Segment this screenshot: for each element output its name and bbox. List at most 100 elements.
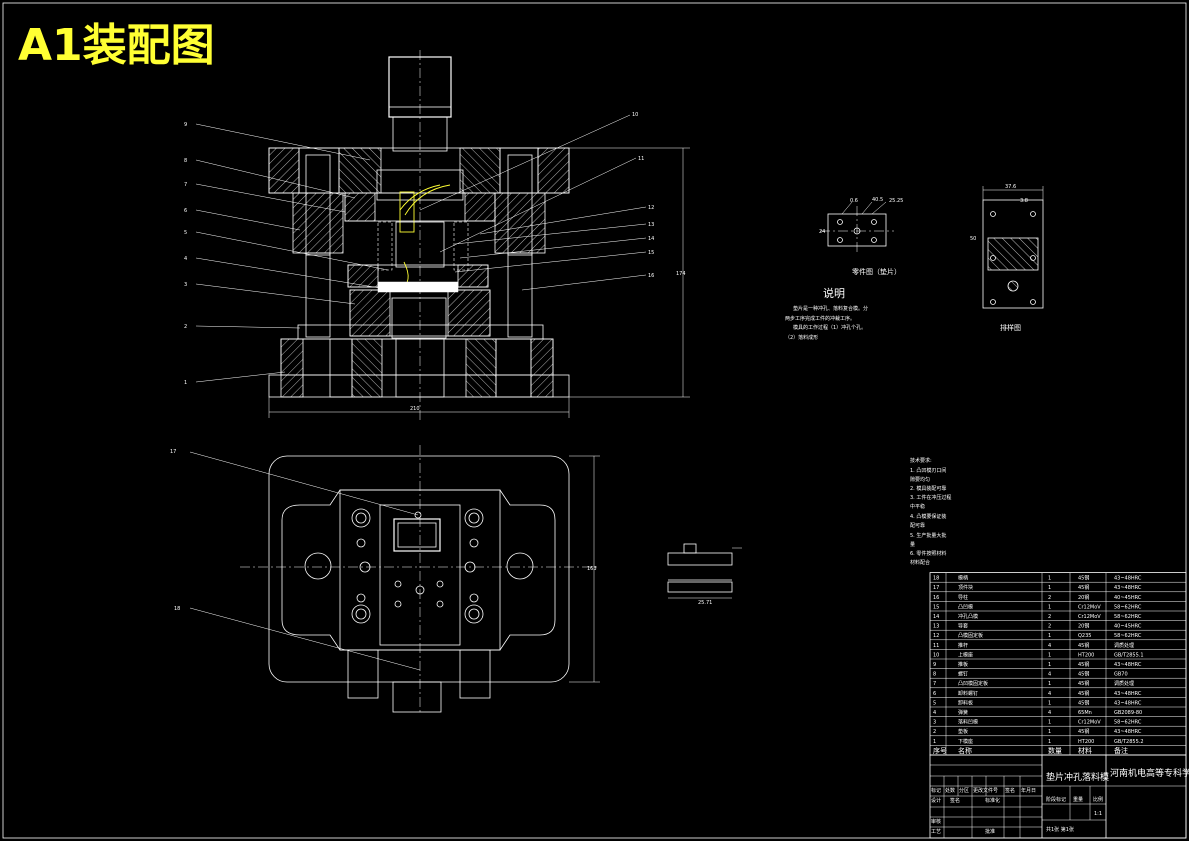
plan-view: 163 17 18 [170, 445, 600, 715]
svg-text:年月日: 年月日 [1021, 787, 1036, 794]
bom-cell-qty: 1 [1048, 604, 1051, 610]
bom-cell-qty: 4 [1048, 643, 1051, 649]
svg-text:比例: 比例 [1093, 796, 1103, 803]
svg-text:阶段标记: 阶段标记 [1046, 796, 1066, 803]
bom-cell-name: 下模座 [958, 738, 973, 745]
svg-text:8: 8 [184, 158, 187, 164]
svg-text:共1张 第1张: 共1张 第1张 [1046, 826, 1074, 833]
bom-cell-no: 7 [933, 681, 936, 687]
bom-cell-qty: 2 [1048, 595, 1051, 601]
svg-text:9: 9 [184, 122, 187, 128]
bom-cell-name: 推板 [958, 661, 968, 668]
bom-cell-name: 顶件块 [958, 584, 973, 591]
bom-cell-mat: Cr12MoV [1078, 604, 1101, 610]
bom-cell-mat: Cr12MoV [1078, 720, 1101, 726]
svg-text:2. 模具装配可靠: 2. 模具装配可靠 [910, 485, 946, 492]
dim-section-len: 25.71 [698, 600, 712, 606]
bom-cell-mat: HT200 [1078, 739, 1094, 745]
front-section-view: 210 174 [268, 50, 690, 420]
bom-cell-note: GB2089-80 [1114, 710, 1142, 716]
strip-layout: 37.6 3.8 50 排样图 [970, 184, 1044, 332]
svg-text:13: 13 [648, 222, 654, 228]
bom-cell-mat: 45钢 [1078, 680, 1089, 687]
drawing-name: 垫片冲孔落料模 [1046, 771, 1109, 783]
dim-strip-height: 50 [970, 236, 976, 242]
bom-cell-name: 上模座 [958, 651, 973, 658]
workpiece-label: 零件图（垫片） [852, 267, 901, 276]
bom-cell-qty: 4 [1048, 710, 1051, 716]
bom-cell-qty: 1 [1048, 729, 1051, 735]
bom-cell-qty: 1 [1048, 576, 1051, 582]
bom-cell-qty: 1 [1048, 681, 1051, 687]
svg-text:批准: 批准 [985, 828, 995, 835]
bom-cell-no: 1 [933, 739, 936, 745]
bom-cell-qty: 1 [1048, 662, 1051, 668]
bom-cell-mat: 20钢 [1078, 594, 1089, 601]
bom-cell-qty: 1 [1048, 739, 1051, 745]
svg-text:更改文件号: 更改文件号 [973, 787, 998, 794]
svg-text:12: 12 [648, 205, 654, 211]
bom-cell-no: 18 [933, 576, 939, 582]
svg-text:材料配合: 材料配合 [910, 559, 930, 566]
bom-cell-no: 14 [933, 614, 939, 620]
bom-cell-mat: 45钢 [1078, 575, 1089, 582]
bom-cell-name: 螺钉 [958, 671, 968, 678]
bom-header-note: 备注 [1114, 746, 1128, 755]
bom-cell-name: 凸模固定板 [958, 632, 983, 639]
svg-text:6. 零件按照材料: 6. 零件按照材料 [910, 550, 946, 557]
notes-line: 模具的工作过程（1）冲孔个孔。 [793, 324, 866, 331]
small-section-view: 25.71 [667, 543, 742, 606]
svg-text:4. 凸模要保证装: 4. 凸模要保证装 [910, 513, 946, 520]
bom-cell-name: 凸凹模固定板 [958, 680, 988, 687]
bom-cell-no: 5 [933, 700, 936, 706]
notes-line: （2）落料成形 [785, 334, 818, 341]
bom-cell-no: 10 [933, 652, 939, 658]
drawing-title: A1装配图 [18, 20, 215, 71]
svg-text:签名: 签名 [950, 797, 960, 804]
bom-cell-qty: 4 [1048, 672, 1051, 678]
svg-text:15: 15 [648, 250, 654, 256]
bom-cell-qty: 1 [1048, 633, 1051, 639]
title-block: 垫片冲孔落料模 河南机电高等专科学校 标记 处数 分区 更改文件号 签名 年月日… [929, 754, 1189, 839]
bom-cell-note: 43~48HRC [1114, 662, 1142, 668]
svg-text:工艺: 工艺 [931, 829, 941, 835]
svg-text:审核: 审核 [931, 818, 941, 825]
svg-text:处数: 处数 [945, 787, 955, 794]
bom-cell-name: 模柄 [958, 575, 968, 582]
bom-cell-mat: HT200 [1078, 652, 1094, 658]
svg-text:10: 10 [632, 112, 638, 118]
svg-text:1:1: 1:1 [1094, 811, 1102, 817]
bom-cell-name: 凸凹模 [958, 603, 973, 610]
dim-plan-height: 163 [587, 566, 597, 572]
school-name: 河南机电高等专科学校 [1110, 767, 1189, 779]
bom-header-qty: 数量 [1048, 746, 1062, 755]
svg-text:2: 2 [184, 324, 187, 330]
dim-part-c: 25.25 [889, 198, 903, 204]
svg-text:重量: 重量 [1073, 796, 1083, 803]
callouts-right: 10 11 12 13 14 15 16 [419, 112, 654, 291]
bom-cell-name: 卸料板 [958, 699, 973, 706]
bom-cell-mat: Cr12MoV [1078, 614, 1101, 620]
bom-cell-note: GB70 [1114, 672, 1128, 678]
dim-part-d: 24 [819, 229, 825, 235]
bom-cell-mat: 45钢 [1078, 642, 1089, 649]
bom-cell-note: 43~48HRC [1114, 691, 1142, 697]
bom-cell-note: 43~48HRC [1114, 585, 1142, 591]
bom-cell-name: 弹簧 [958, 709, 968, 716]
bom-cell-no: 8 [933, 672, 936, 678]
bom-cell-note: GB/T2855.1 [1114, 652, 1144, 658]
part-drawing: 0.6 40.5 25.25 24 零件图（垫片） [819, 197, 903, 276]
bom-cell-qty: 4 [1048, 691, 1051, 697]
bom-cell-qty: 1 [1048, 720, 1051, 726]
svg-text:标准化: 标准化 [985, 797, 1000, 804]
tech-title: 技术要求: [910, 457, 932, 464]
bom-cell-note: GB/T2855.2 [1114, 739, 1144, 745]
bom-cell-note: 58~62HRC [1114, 604, 1142, 610]
bom-cell-note: 40~45HRC [1114, 595, 1142, 601]
svg-text:分区: 分区 [959, 787, 969, 794]
bom-cell-note: 58~62HRC [1114, 633, 1142, 639]
bom-cell-no: 13 [933, 624, 939, 630]
callouts-left: 9 8 7 6 5 4 3 2 1 [184, 122, 389, 386]
